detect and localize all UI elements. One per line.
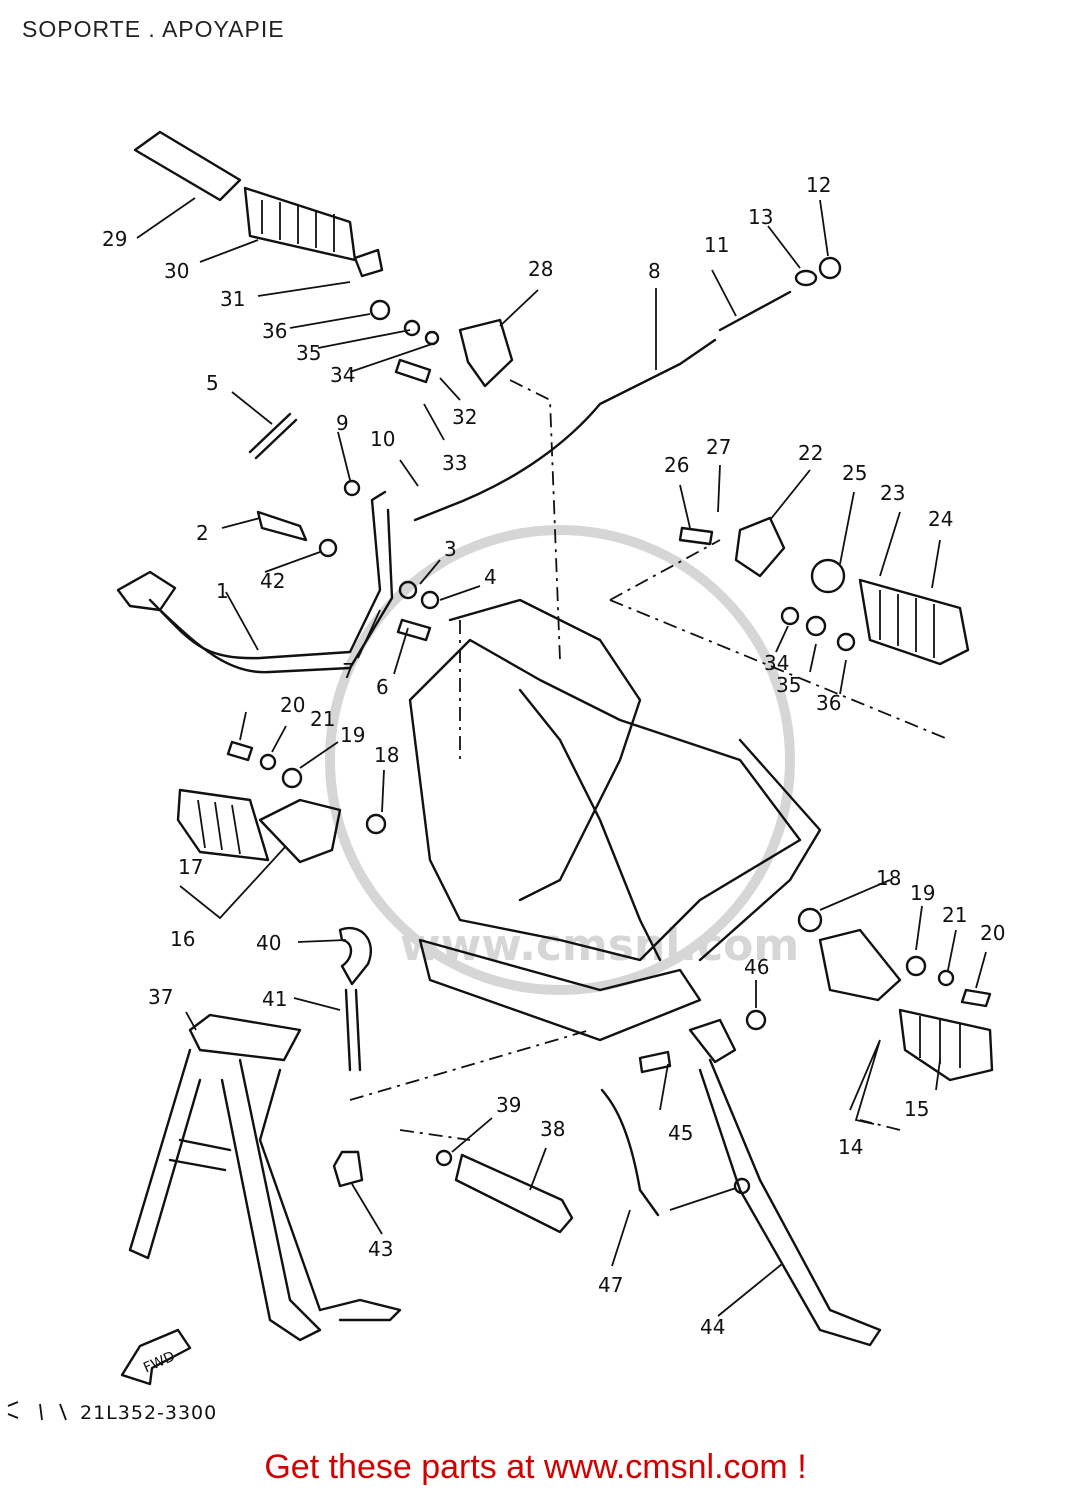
stopper bbox=[338, 927, 373, 986]
callout-37: 37 bbox=[148, 985, 173, 1009]
callout-43: 43 bbox=[368, 1237, 393, 1261]
center-stand bbox=[128, 1013, 402, 1342]
callout-18: 18 bbox=[374, 743, 399, 767]
callout-9: 9 bbox=[336, 411, 349, 435]
callout-19: 19 bbox=[910, 881, 935, 905]
callout-16: 16 bbox=[170, 927, 195, 951]
callout-38: 38 bbox=[540, 1117, 565, 1141]
callout-13: 13 bbox=[748, 205, 773, 229]
callout-5: 5 bbox=[206, 371, 219, 395]
callout-11: 11 bbox=[704, 233, 729, 257]
callout-23: 23 bbox=[880, 481, 905, 505]
stand-pin bbox=[454, 1153, 574, 1234]
callout-31: 31 bbox=[220, 287, 245, 311]
callout-12: 12 bbox=[806, 173, 831, 197]
callout-20: 20 bbox=[980, 921, 1005, 945]
callout-46: 46 bbox=[744, 955, 769, 979]
rear-footrest-right bbox=[734, 516, 970, 666]
callout-26: 26 bbox=[664, 453, 689, 477]
parts-diagram: www.cmsnl.com bbox=[7, 130, 1005, 1421]
return-spring bbox=[718, 290, 792, 332]
callout-18: 18 bbox=[876, 866, 901, 890]
stand-spring bbox=[344, 988, 362, 1072]
frame bbox=[408, 598, 822, 1042]
callout-14: 14 bbox=[838, 1135, 863, 1159]
callout-21: 21 bbox=[310, 707, 335, 731]
callout-40: 40 bbox=[256, 931, 281, 955]
side-stand-spring bbox=[600, 1088, 660, 1217]
callout-36: 36 bbox=[816, 691, 841, 715]
callout-47: 47 bbox=[598, 1273, 623, 1297]
watermark-logo: www.cmsnl.com bbox=[325, 525, 799, 995]
callout-8: 8 bbox=[648, 259, 661, 283]
cmsnl-link[interactable]: Get these parts at www.cmsnl.com ! bbox=[264, 1448, 807, 1486]
callout-3: 3 bbox=[444, 537, 457, 561]
callout-39: 39 bbox=[496, 1093, 521, 1117]
rear-footrest-left bbox=[133, 130, 514, 388]
callout-34: 34 bbox=[330, 363, 355, 387]
callout-28: 28 bbox=[528, 257, 553, 281]
fwd-arrow-icon: FWD bbox=[120, 1328, 192, 1386]
callout-33: 33 bbox=[442, 451, 467, 475]
callout-24: 24 bbox=[928, 507, 953, 531]
callout-29: 29 bbox=[102, 227, 127, 251]
callout-34: 34 bbox=[764, 651, 789, 675]
leader-lines bbox=[136, 197, 987, 1317]
callout-36: 36 bbox=[262, 319, 287, 343]
callout-30: 30 bbox=[164, 259, 189, 283]
diagram-code: 21L352-3300 bbox=[80, 1402, 218, 1424]
callout-44: 44 bbox=[700, 1315, 725, 1339]
page-title: SOPORTE . APOYAPIE bbox=[22, 16, 285, 42]
side-stand bbox=[688, 1018, 882, 1347]
stand-bumper bbox=[332, 1150, 364, 1188]
footer-cta[interactable]: Get these parts at www.cmsnl.com ! bbox=[0, 1448, 1071, 1487]
brake-pedal bbox=[116, 490, 394, 674]
callout-35: 35 bbox=[776, 673, 801, 697]
callout-20: 20 bbox=[280, 693, 305, 717]
callout-17: 17 bbox=[178, 855, 203, 879]
svg-text:FWD: FWD bbox=[141, 1349, 177, 1377]
front-footrest-right bbox=[818, 928, 994, 1082]
hardware-small bbox=[226, 299, 992, 1195]
callout-4: 4 bbox=[484, 565, 497, 589]
callout-32: 32 bbox=[452, 405, 477, 429]
pivot-bolt bbox=[256, 510, 308, 542]
callout-21: 21 bbox=[942, 903, 967, 927]
callout-41: 41 bbox=[262, 987, 287, 1011]
callout-10: 10 bbox=[370, 427, 395, 451]
callout-22: 22 bbox=[798, 441, 823, 465]
callout-19: 19 bbox=[340, 723, 365, 747]
callout-1: 1 bbox=[216, 579, 229, 603]
callout-35: 35 bbox=[296, 341, 321, 365]
watermark-text: www.cmsnl.com bbox=[400, 920, 799, 971]
callout-7: 7 bbox=[342, 659, 355, 683]
front-footrest-left bbox=[176, 788, 342, 864]
callout-15: 15 bbox=[904, 1097, 929, 1121]
callout-6: 6 bbox=[376, 675, 389, 699]
code-marks bbox=[7, 1401, 67, 1421]
callout-42: 42 bbox=[260, 569, 285, 593]
callout-45: 45 bbox=[668, 1121, 693, 1145]
pedal-spring bbox=[248, 412, 298, 460]
callout-25: 25 bbox=[842, 461, 867, 485]
callout-27: 27 bbox=[706, 435, 731, 459]
brake-rod bbox=[413, 338, 717, 522]
callout-2: 2 bbox=[196, 521, 209, 545]
